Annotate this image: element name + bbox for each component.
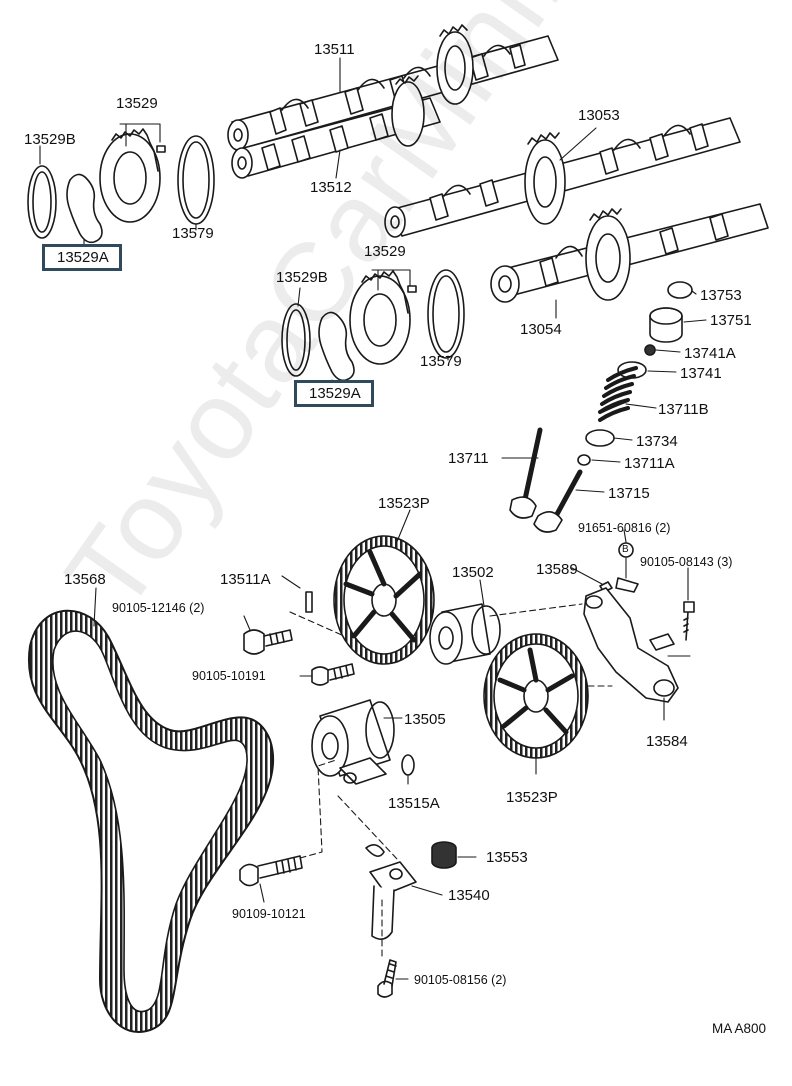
label-bolt-90109-10121: 90109-10121 xyxy=(232,907,306,921)
label-idler-bracket-13584: 13584 xyxy=(646,733,688,750)
label-snap-ring-13529b-lower: 13529B xyxy=(276,269,328,286)
leader-lines xyxy=(39,57,707,980)
valve-train xyxy=(509,281,693,533)
label-tensioner-13540: 13540 xyxy=(448,887,490,904)
gear-group-lower xyxy=(281,269,465,382)
label-snap-ring-13529b-upper: 13529B xyxy=(24,131,76,148)
label-shim-13753: 13753 xyxy=(700,287,742,304)
pulley-13523p-top xyxy=(333,535,435,665)
label-intake-valve-13711: 13711 xyxy=(448,450,489,467)
label-stud-91651-60816: 91651-60816 (2) xyxy=(578,521,671,535)
label-valve-spring-13711b: 13711B xyxy=(658,401,709,418)
label-pulley-13523p-bottom: 13523P xyxy=(506,789,558,806)
label-pulley-13523p-top: 13523P xyxy=(378,495,430,512)
label-retainer-13741: 13741 xyxy=(680,365,722,382)
label-stud-marker-b: B xyxy=(622,544,629,555)
figure-reference: MA A800 xyxy=(712,1021,767,1036)
idler-bracket-13584 xyxy=(583,587,679,703)
label-bolt-90105-10191: 90105-10191 xyxy=(192,669,266,683)
small-fasteners xyxy=(239,542,695,998)
label-ring-13579-lower: 13579 xyxy=(420,353,462,370)
tensioner-pulley-13505 xyxy=(311,699,415,785)
label-wave-washer-13529a-lower: 13529A xyxy=(294,380,374,407)
label-timing-belt-13568: 13568 xyxy=(64,571,106,588)
label-valve-part-13711a: 13711A xyxy=(624,455,675,472)
label-bolt-90105-08156: 90105-08156 (2) xyxy=(414,973,507,987)
label-exhaust-valve-13715: 13715 xyxy=(608,485,650,502)
label-lifter-13751: 13751 xyxy=(710,312,752,329)
camshaft-13054 xyxy=(490,203,769,303)
label-wave-washer-13529a-upper: 13529A xyxy=(42,244,122,271)
label-spring-seat-13734: 13734 xyxy=(636,433,678,450)
label-tensioner-pulley-13505: 13505 xyxy=(404,711,446,728)
pulley-13523p-bottom xyxy=(483,633,589,759)
label-tensioner-cap-13553: 13553 xyxy=(486,849,528,866)
gear-group-upper xyxy=(27,128,215,244)
label-washer-13515a: 13515A xyxy=(388,795,440,812)
tensioner-13540 xyxy=(365,841,457,940)
camshaft-13512 xyxy=(231,75,441,179)
label-dowel-pin-13511a: 13511A xyxy=(220,571,271,588)
label-bracket-13589: 13589 xyxy=(536,561,578,578)
label-camshaft-13512: 13512 xyxy=(310,179,352,196)
label-gear-13529-lower: 13529 xyxy=(364,243,406,260)
timing-belt-13568 xyxy=(27,609,275,1033)
label-bolt-90105-08143: 90105-08143 (3) xyxy=(640,555,733,569)
camshaft-13053 xyxy=(384,117,741,238)
label-gear-13529-upper: 13529 xyxy=(116,95,158,112)
label-keeper-13741a: 13741A xyxy=(684,345,736,362)
label-camshaft-13053: 13053 xyxy=(578,107,620,124)
label-ring-13579-upper: 13579 xyxy=(172,225,214,242)
idler-pulley-13502 xyxy=(429,603,501,665)
label-camshaft-13054: 13054 xyxy=(520,321,562,338)
label-camshaft-13511: 13511 xyxy=(314,41,355,58)
label-idler-pulley-13502: 13502 xyxy=(452,564,494,581)
label-bolt-90105-12146: 90105-12146 (2) xyxy=(112,601,205,615)
